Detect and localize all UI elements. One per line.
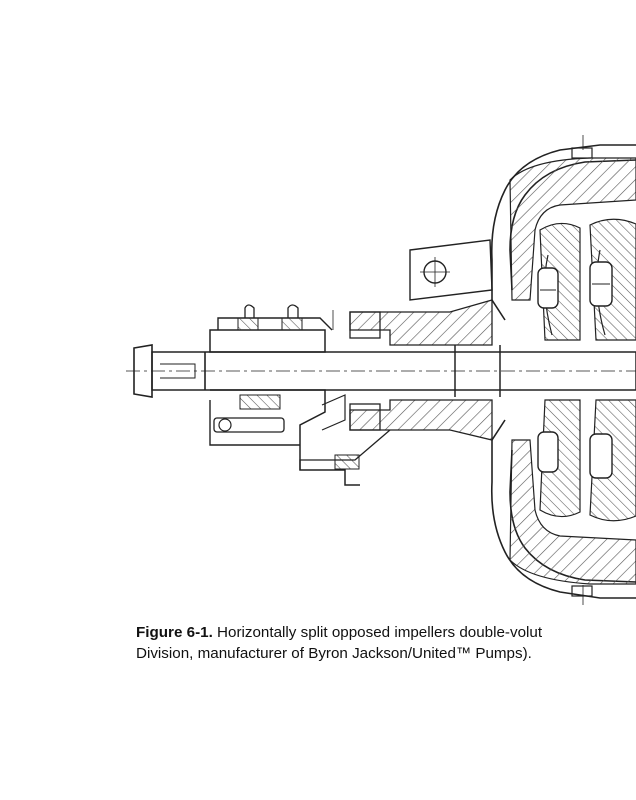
volute-casing (490, 144, 636, 599)
bearing-housing (209, 304, 391, 486)
caption-line-2: Division, manufacturer of Byron Jackson/… (136, 645, 532, 662)
figure-label: Figure 6-1. (136, 624, 213, 641)
pump-cross-section-drawing (126, 135, 636, 605)
mounting-foot (409, 239, 493, 301)
caption-line-1: Figure 6-1. Horizontally split opposed i… (136, 622, 636, 643)
figure-caption: Figure 6-1. Horizontally split opposed i… (136, 622, 636, 664)
pump-shaft (133, 344, 636, 398)
impellers-upper (537, 218, 636, 341)
caption-text-1: Horizontally split opposed impellers dou… (217, 624, 543, 641)
impellers-lower (537, 399, 636, 522)
stuffing-box-housing (349, 299, 493, 441)
